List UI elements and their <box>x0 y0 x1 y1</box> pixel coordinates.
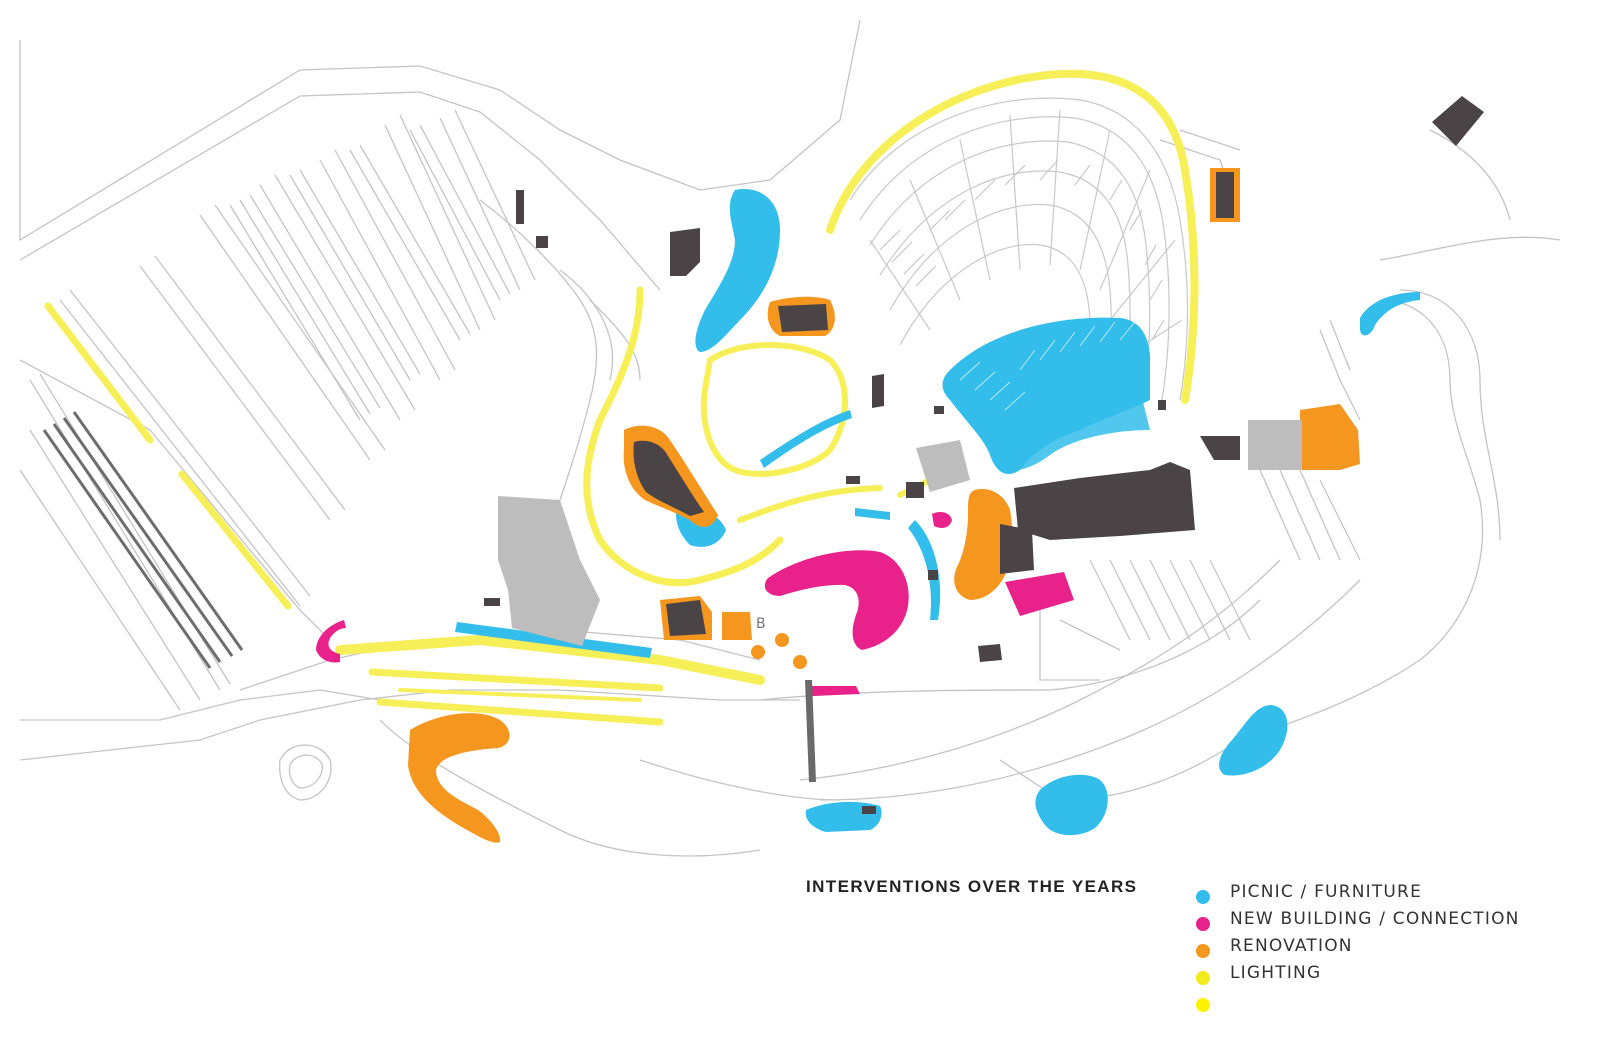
new-building-connector <box>1005 572 1074 616</box>
lighting-layer <box>44 69 1199 726</box>
renovation-dot-3 <box>793 655 807 669</box>
legend-label-picnic: PICNIC / FURNITURE <box>1230 882 1423 902</box>
lighting-amphitheater-rim <box>826 69 1199 404</box>
lighting-bottom-walk-2 <box>368 668 664 692</box>
bowl-hatching <box>959 321 1136 411</box>
renovation-boomerang <box>408 713 510 843</box>
west-mid-building <box>633 440 704 516</box>
small-dark-6 <box>536 236 548 248</box>
picnic-south-blob <box>1035 774 1108 836</box>
new-building-boomerang <box>764 550 909 650</box>
gray-building-east <box>1248 420 1302 470</box>
small-dark-4 <box>872 374 884 408</box>
small-dark-1 <box>484 598 500 606</box>
lighting-bottom-walk-1 <box>335 634 765 685</box>
small-dark-5 <box>516 190 524 224</box>
legend-dot-lighting <box>1196 971 1210 985</box>
legend-label-renovation: RENOVATION <box>1230 936 1353 956</box>
small-dark-9 <box>1158 400 1166 410</box>
gray-building-center <box>916 440 970 492</box>
renovation-dot-1 <box>751 645 765 659</box>
legend-dot-new-building <box>1196 917 1210 931</box>
lighting-upper-path <box>737 485 883 523</box>
lighting-serpentine-walk <box>583 286 784 587</box>
gray-building-west <box>498 496 600 646</box>
picnic-mid-bar <box>855 508 890 520</box>
stage-side-building <box>1000 524 1034 574</box>
picnic-southeast-leaf <box>1219 705 1288 776</box>
north-building-dark <box>1216 172 1234 218</box>
small-dark-3 <box>906 482 924 498</box>
picnic-east-arc <box>1360 292 1420 336</box>
gray-buildings <box>498 420 1302 646</box>
map-title: INTERVENTIONS OVER THE YEARS <box>806 877 1138 896</box>
lot-building <box>978 644 1002 662</box>
new-building-gate-bar <box>810 686 860 696</box>
lighting-bottom-walk-4 <box>398 688 642 702</box>
dark-buildings <box>484 96 1484 814</box>
lighting-parking-2 <box>178 470 292 610</box>
main-stage-building <box>1014 462 1195 540</box>
road-label: B <box>756 616 766 632</box>
new-building-west-arc <box>316 620 346 663</box>
small-dark-10 <box>934 406 944 414</box>
legend-dot-picnic <box>1196 890 1210 904</box>
small-dark-7 <box>862 806 876 814</box>
new-building-layer <box>316 512 1074 696</box>
south-dark-building <box>666 600 706 636</box>
picnic-layer <box>455 189 1420 836</box>
legend-dot-extra <box>1196 998 1210 1012</box>
renovation-east-building <box>1300 404 1360 470</box>
renovation-south-pad <box>722 612 752 640</box>
lighting-parking-1 <box>44 302 154 444</box>
picnic-inner-bowl <box>990 389 1150 471</box>
small-dark-2 <box>846 476 860 484</box>
picnic-upper-leaf <box>695 189 780 352</box>
picnic-right-arc <box>908 520 941 620</box>
legend-dot-renovation <box>1196 944 1210 958</box>
upper-west-building <box>670 228 700 276</box>
lighting-bottom-walk-3 <box>376 698 664 726</box>
renovation-dot-2 <box>775 633 789 647</box>
north-east-building <box>1432 96 1484 146</box>
picnic-slim-bar <box>760 410 852 468</box>
lower-left-stripes <box>42 411 244 669</box>
legend-label-lighting: LIGHTING <box>1230 963 1322 983</box>
legend-label-new-building: NEW BUILDING / CONNECTION <box>1230 909 1520 929</box>
small-dark-8 <box>928 570 938 580</box>
renovation-amphitheater-left <box>954 489 1013 600</box>
legend: PICNIC / FURNITURE NEW BUILDING / CONNEC… <box>1196 882 1536 1022</box>
gate-post <box>805 680 816 782</box>
upper-cluster-dark <box>778 304 828 332</box>
east-connector-building <box>1200 436 1240 460</box>
picnic-long-bar <box>455 622 652 658</box>
lighting-oval-loop <box>700 342 848 477</box>
new-building-small-leaf <box>932 512 952 528</box>
